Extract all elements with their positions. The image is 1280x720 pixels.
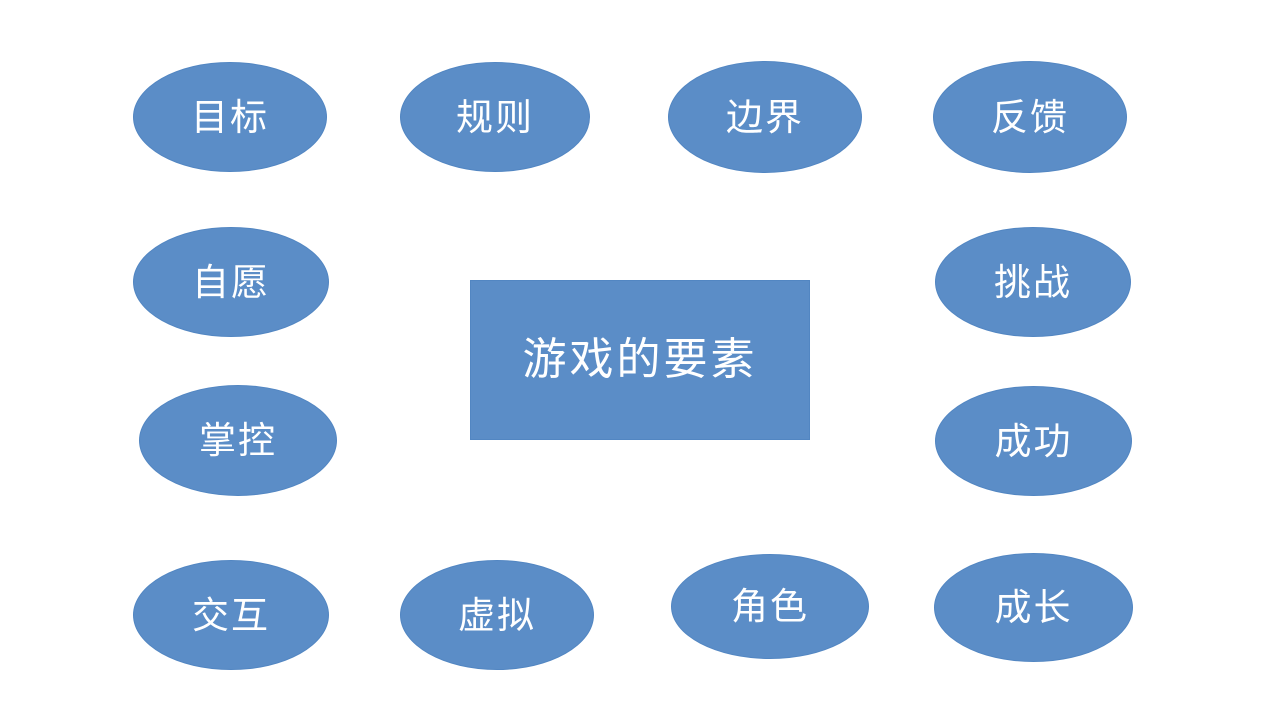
ellipse-boundary: 边界	[668, 61, 862, 173]
ellipse-success-label: 成功	[994, 420, 1073, 462]
ellipse-control: 掌控	[139, 385, 337, 496]
ellipse-challenge-label: 挑战	[994, 261, 1072, 303]
ellipse-interaction-label: 交互	[192, 594, 270, 636]
ellipse-feedback-label: 反馈	[991, 96, 1069, 138]
ellipse-rules-label: 规则	[456, 96, 534, 138]
ellipse-voluntary-label: 自愿	[192, 261, 270, 303]
ellipse-interaction: 交互	[133, 560, 329, 670]
ellipse-virtual: 虚拟	[400, 560, 594, 670]
ellipse-growth-label: 成长	[994, 587, 1073, 628]
ellipse-boundary-label: 边界	[726, 96, 804, 138]
ellipse-role: 角色	[671, 554, 869, 659]
ellipse-challenge: 挑战	[935, 227, 1131, 337]
center-title-label: 游戏的要素	[522, 335, 758, 384]
ellipse-virtual-label: 虚拟	[458, 594, 536, 636]
ellipse-control-label: 掌控	[199, 420, 277, 461]
ellipse-growth: 成长	[934, 553, 1133, 662]
ellipse-goal: 目标	[133, 62, 327, 172]
ellipse-feedback: 反馈	[933, 61, 1127, 173]
ellipse-voluntary: 自愿	[133, 227, 329, 337]
ellipse-rules: 规则	[400, 62, 590, 172]
ellipse-goal-label: 目标	[191, 96, 269, 138]
center-title-box: 游戏的要素	[470, 280, 810, 440]
ellipse-role-label: 角色	[731, 586, 809, 627]
ellipse-success: 成功	[935, 386, 1132, 496]
